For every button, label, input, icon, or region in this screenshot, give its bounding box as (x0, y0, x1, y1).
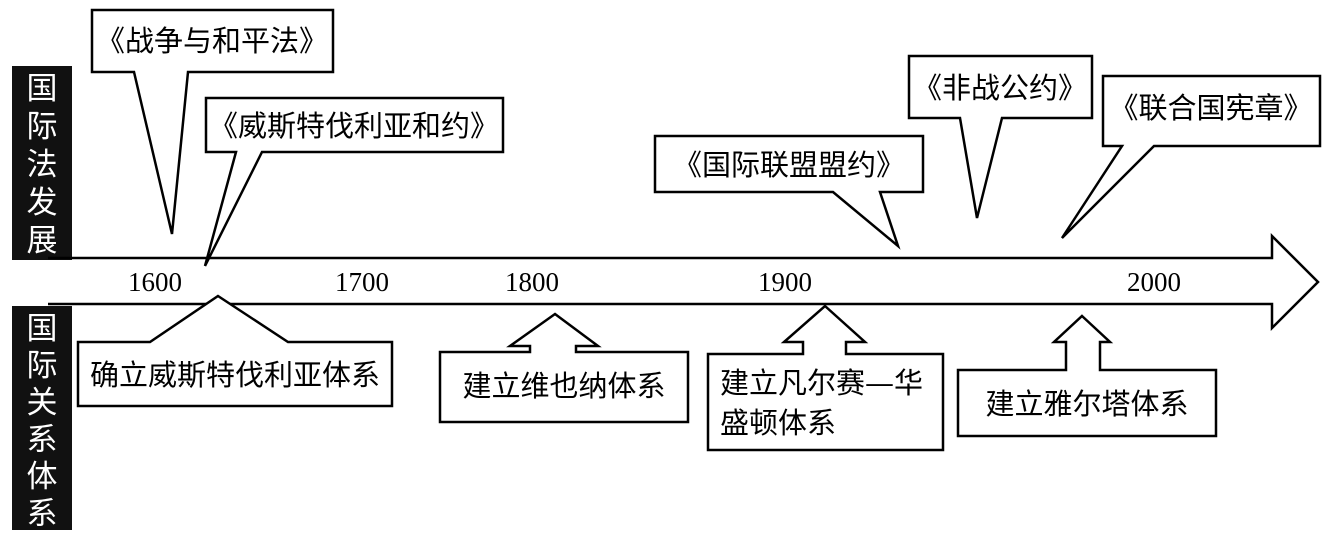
callout-league-covenant: 《国际联盟盟约》 (653, 134, 925, 250)
callout-versailles-washington-text-line1: 建立凡尔赛—华 (720, 366, 923, 400)
timeline-arrow (48, 232, 1320, 332)
callout-versailles-washington-text-line2: 盛顿体系 (720, 406, 836, 440)
callout-yalta-system-text: 建立雅尔塔体系 (985, 387, 1188, 421)
callout-westphalia-system: 确立威斯特伐利亚体系 (76, 294, 394, 408)
callout-westphalia-treaty: 《威斯特伐利亚和约》 (203, 96, 505, 267)
callout-westphalia-system-text: 确立威斯特伐利亚体系 (90, 358, 380, 392)
bottom-side-bar (12, 306, 72, 530)
callout-un-charter: 《联合国宪章》 (1060, 74, 1322, 239)
callout-un-charter-text: 《联合国宪章》 (1109, 91, 1312, 125)
top-side-label-char: 发 (27, 185, 58, 221)
callout-war-and-peace: 《战争与和平法》 (90, 8, 335, 235)
bottom-side-label-char: 系 (27, 496, 58, 532)
top-side-label-char: 际 (27, 109, 58, 145)
callout-kellogg-briand-text: 《非战公约》 (913, 71, 1087, 105)
bottom-side-label-char: 关 (27, 385, 58, 421)
callout-vienna-system-text: 建立维也纳体系 (462, 369, 665, 403)
year-2000: 2000 (1127, 267, 1181, 297)
callout-vienna-system: 建立维也纳体系 (438, 312, 690, 424)
bottom-side-label-char: 系 (27, 422, 58, 458)
bottom-side-label-char: 国 (27, 311, 58, 347)
callout-kellogg-briand: 《非战公约》 (907, 54, 1094, 219)
year-1900: 1900 (758, 267, 812, 297)
bottom-side-label-char: 际 (27, 348, 58, 384)
top-side-label-char: 法 (27, 147, 58, 183)
callout-yalta-system: 建立雅尔塔体系 (956, 314, 1218, 438)
year-1800: 1800 (505, 267, 559, 297)
top-side-bar (12, 66, 72, 260)
top-side-label-char: 国 (27, 71, 58, 107)
year-1600: 1600 (128, 267, 182, 297)
callout-westphalia-treaty-text: 《威斯特伐利亚和约》 (209, 109, 499, 143)
callout-league-covenant-text: 《国际联盟盟约》 (673, 148, 905, 182)
top-side-label-char: 展 (27, 223, 58, 259)
year-1700: 1700 (335, 267, 389, 297)
callout-war-and-peace-text: 《战争与和平法》 (96, 24, 328, 58)
bottom-side-label-char: 体 (27, 459, 58, 495)
callout-versailles-washington-system: 建立凡尔赛—华 盛顿体系 (706, 304, 945, 452)
